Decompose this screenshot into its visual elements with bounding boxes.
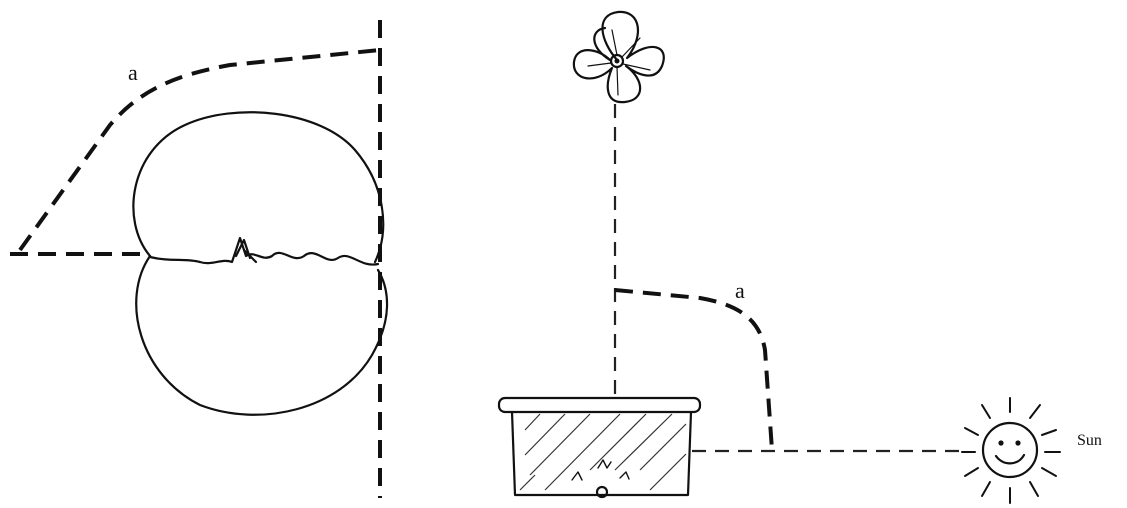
pot-sprouts (571, 459, 630, 481)
sun-disc (981, 421, 1039, 479)
upper-lobe (132, 111, 385, 264)
sun-eye-left (998, 440, 1004, 446)
angle-label-left: a (128, 60, 138, 85)
right-figure: a (497, 10, 1102, 504)
sun-icon (961, 397, 1061, 504)
pot-hatching (519, 413, 687, 491)
lower-lobe (135, 254, 389, 416)
flower-pot (497, 396, 702, 499)
pot-seed (595, 485, 609, 499)
seam-line (148, 236, 380, 266)
sun-label: Sun (1077, 432, 1102, 449)
flower-icon (572, 10, 665, 104)
angle-arc-left (18, 48, 381, 252)
seam-notch (234, 238, 258, 264)
angle-label-right: a (735, 278, 745, 303)
left-figure: a (10, 20, 389, 498)
sun-rays (961, 397, 1061, 504)
pot-body (510, 410, 693, 497)
sun-smile (994, 453, 1026, 465)
flower-veins (587, 29, 651, 96)
sun-eye-right (1015, 440, 1021, 446)
pot-rim (497, 396, 702, 414)
flower-petals (572, 10, 665, 104)
flower-center-dot (614, 58, 620, 64)
angle-arc-right (614, 288, 774, 451)
